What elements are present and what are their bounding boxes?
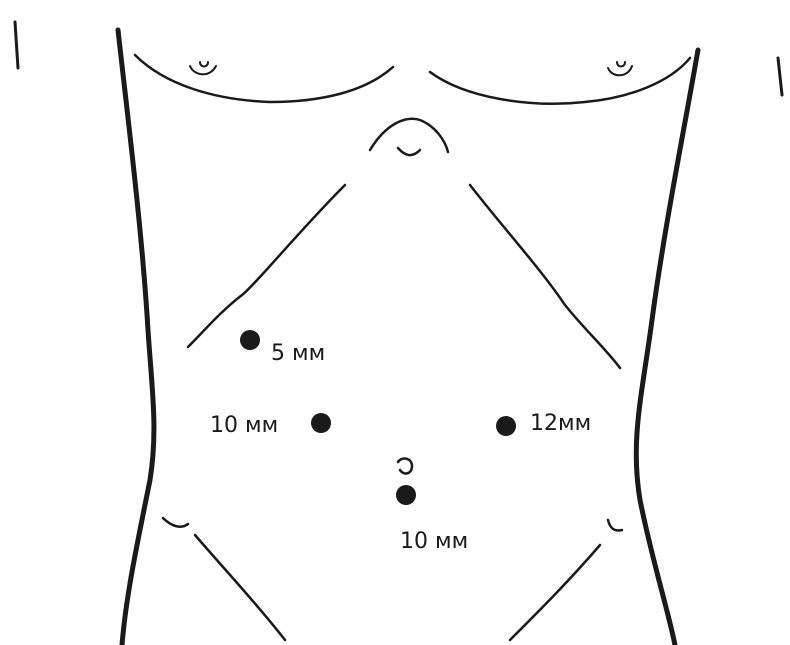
port-label-left-mid: 12мм: [530, 411, 591, 436]
port-label-upper-right: 5 мм: [271, 341, 325, 366]
port-label-umbilical: 10 мм: [400, 529, 468, 554]
port-marker-left-mid: [496, 416, 516, 436]
port-marker-right-mid: [311, 413, 331, 433]
port-label-right-mid: 10 мм: [210, 413, 278, 438]
port-marker-upper-right: [240, 330, 260, 350]
port-marker-umbilical: [396, 485, 416, 505]
